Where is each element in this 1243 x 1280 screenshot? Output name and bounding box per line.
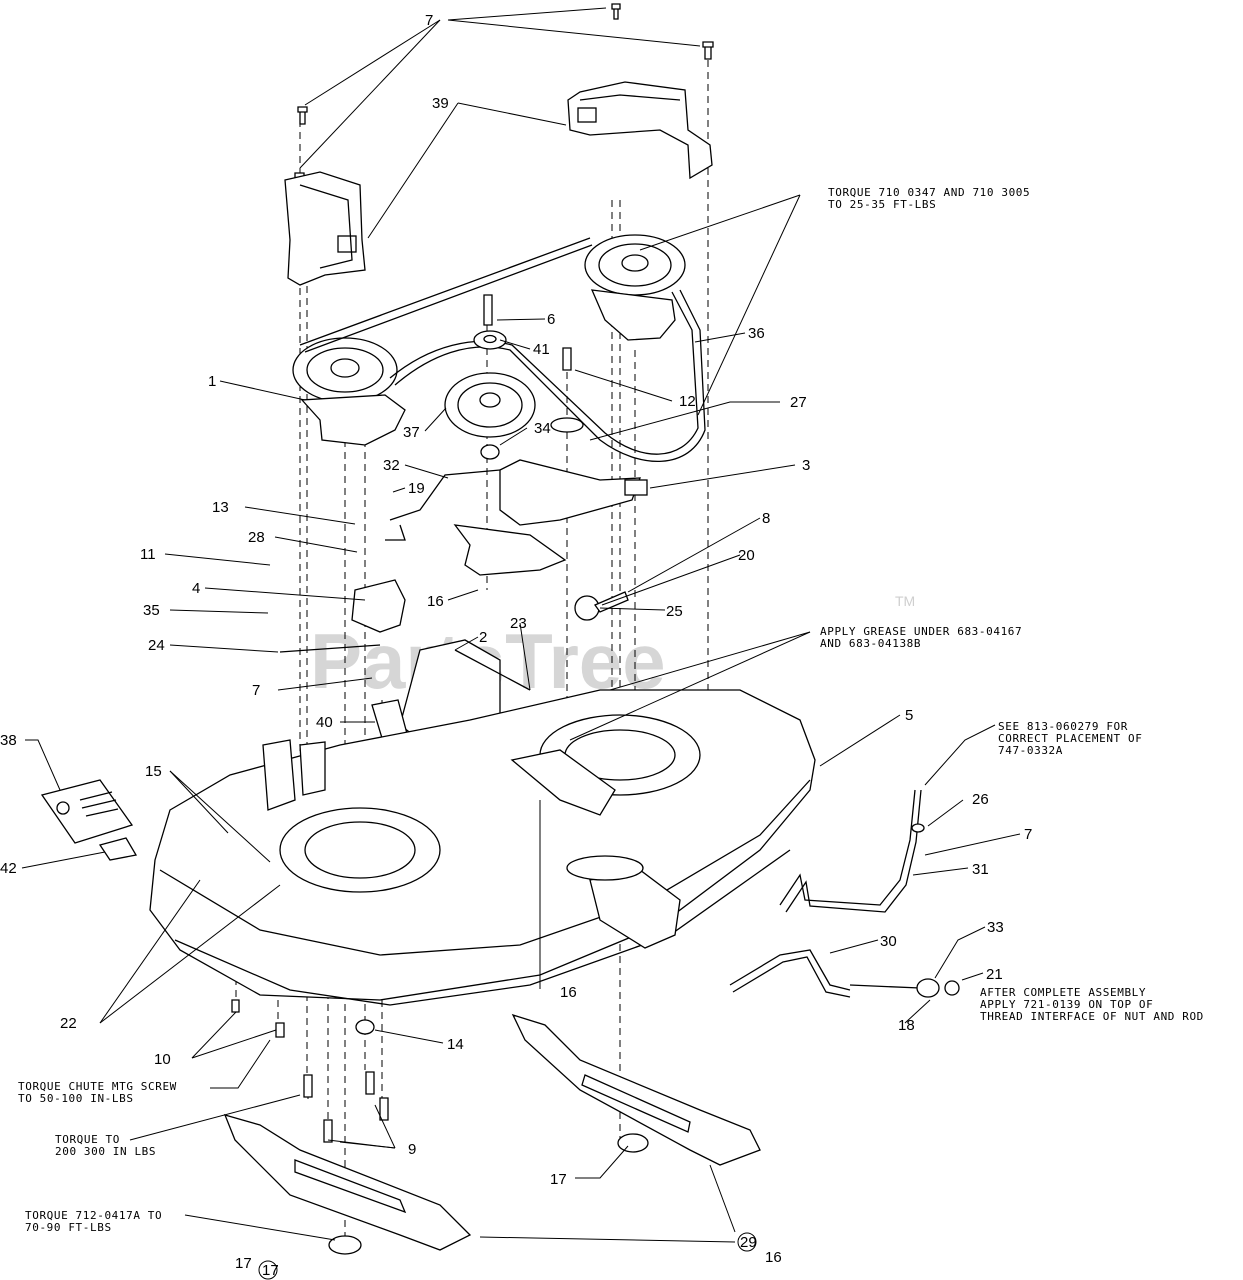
callout-16c: 16	[765, 1249, 782, 1266]
callout-20: 20	[738, 547, 755, 564]
watermark-trademark: TM	[895, 593, 915, 609]
belt-cover-right	[567, 81, 713, 180]
note-after-assembly-3: THREAD INTERFACE OF NUT AND ROD	[980, 1010, 1204, 1023]
callout-18: 18	[898, 1017, 915, 1034]
note-torque-chute-1: TORQUE CHUTE MTG SCREW	[18, 1080, 177, 1093]
callout-36: 36	[748, 325, 765, 342]
callout-6: 6	[547, 311, 555, 328]
callout-16b: 16	[560, 984, 577, 1001]
callout-21: 21	[986, 966, 1003, 983]
callout-37: 37	[403, 424, 420, 441]
callout-29-circled: 29	[740, 1234, 757, 1251]
blades	[223, 1013, 761, 1251]
deck-belt	[299, 237, 706, 462]
note-apply-grease-1: APPLY GREASE UNDER 683-04167	[820, 625, 1022, 638]
note-torque-blade-bolts-1: TORQUE TO	[55, 1133, 120, 1146]
callout-35: 35	[143, 602, 160, 619]
callout-15: 15	[145, 763, 162, 780]
callout-4: 4	[192, 580, 200, 597]
note-torque-chute-2: TO 50-100 IN-LBS	[18, 1092, 134, 1105]
assembly-notes: TORQUE 710 0347 AND 710 3005 TO 25-35 FT…	[18, 186, 1204, 1234]
callout-labels: 7 39 6 41 36 1 12 27 37 34 3 32 19 13 8 …	[0, 12, 1032, 1279]
callout-1: 1	[208, 373, 216, 390]
callout-8: 8	[762, 510, 770, 527]
deck-decal	[40, 779, 138, 861]
note-torque-spindle-1: TORQUE 710 0347 AND 710 3005	[828, 186, 1030, 199]
callout-11: 11	[140, 546, 156, 563]
idler-pulleys	[444, 294, 584, 460]
callout-7: 7	[425, 12, 433, 29]
callout-40: 40	[316, 714, 333, 731]
callout-19: 19	[408, 480, 425, 497]
callout-9: 9	[408, 1141, 416, 1158]
callout-3: 3	[802, 457, 810, 474]
callout-17b: 17	[235, 1255, 252, 1272]
callout-34: 34	[534, 420, 551, 437]
note-see-placement-3: 747-0332A	[998, 744, 1063, 757]
callout-31: 31	[972, 861, 989, 878]
callout-39: 39	[432, 95, 449, 112]
callout-23: 23	[510, 615, 527, 632]
callout-7c: 7	[1024, 826, 1032, 843]
circled-markers	[258, 1232, 757, 1280]
callout-30: 30	[880, 933, 897, 950]
spindle-pulley-left	[292, 337, 406, 446]
note-torque-blade-bolts-2: 200 300 IN LBS	[55, 1145, 156, 1158]
note-see-placement-2: CORRECT PLACEMENT OF	[998, 732, 1142, 745]
callout-5: 5	[905, 707, 913, 724]
leader-lines	[21, 7, 1021, 1243]
callout-25: 25	[666, 603, 683, 620]
callout-13: 13	[212, 499, 229, 516]
note-torque-spindle-2: TO 25-35 FT-LBS	[828, 198, 936, 211]
callout-38: 38	[0, 732, 17, 749]
callout-41: 41	[533, 341, 550, 358]
callout-12: 12	[679, 393, 696, 410]
blade-hardware	[231, 999, 649, 1255]
callout-42: 42	[0, 860, 17, 877]
callout-24: 24	[148, 637, 165, 654]
note-see-placement-1: SEE 813-060279 FOR	[998, 720, 1128, 733]
lift-rods	[729, 789, 960, 998]
belt-cover-left	[284, 171, 366, 286]
callout-7b: 7	[252, 682, 260, 699]
callout-27: 27	[790, 394, 807, 411]
note-after-assembly-2: APPLY 721-0139 ON TOP OF	[980, 998, 1153, 1011]
note-apply-grease-2: AND 683-04138B	[820, 637, 921, 650]
callout-10: 10	[154, 1051, 171, 1068]
note-torque-blade-nut-1: TORQUE 712-0417A TO	[25, 1209, 162, 1222]
callout-17-circled: 17	[262, 1262, 279, 1279]
callout-2: 2	[479, 629, 487, 646]
note-after-assembly-1: AFTER COMPLETE ASSEMBLY	[980, 986, 1146, 999]
spindle-pulley-right	[584, 234, 686, 341]
note-torque-blade-nut-2: 70-90 FT-LBS	[25, 1221, 112, 1234]
callout-26: 26	[972, 791, 989, 808]
callout-22: 22	[60, 1015, 77, 1032]
callout-14: 14	[447, 1036, 464, 1053]
deck-shell	[149, 689, 816, 1006]
callout-16: 16	[427, 593, 444, 610]
callout-32: 32	[383, 457, 400, 474]
callout-17: 17	[550, 1171, 567, 1188]
callout-33: 33	[987, 919, 1004, 936]
callout-28: 28	[248, 529, 265, 546]
